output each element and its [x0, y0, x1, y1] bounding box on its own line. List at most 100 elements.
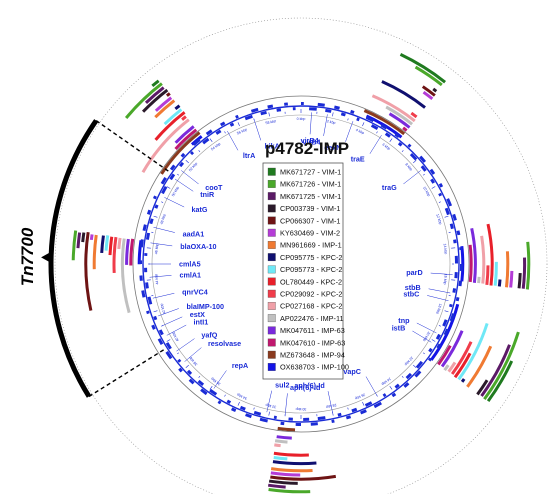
homology-ring-segment — [497, 279, 502, 287]
gene-label: ltrA — [243, 151, 255, 160]
kbp-label: 22 kbp — [404, 356, 414, 367]
gene-label: resolvase — [208, 339, 241, 348]
tick-mark — [224, 131, 226, 134]
homology-ring-segment — [399, 53, 447, 84]
gene-label: aph(6)-Id — [290, 383, 320, 392]
kbp-label: 56 kbp — [236, 128, 247, 136]
homology-ring-segment — [480, 235, 486, 284]
homology-ring-segment — [160, 131, 201, 175]
gene-label: vapC — [343, 367, 361, 376]
legend-swatch — [267, 204, 276, 213]
gene-block — [446, 198, 453, 207]
gene-block — [276, 108, 282, 112]
gene-label: cooT — [205, 183, 223, 192]
transposon-bracket — [48, 119, 99, 398]
legend-swatch — [267, 289, 276, 298]
tick-mark — [438, 201, 441, 203]
legend-label: AP022476 - IMP-11 — [280, 314, 344, 323]
gene-block — [267, 104, 274, 109]
tick-mark — [237, 401, 240, 406]
homology-ring-segment — [486, 360, 514, 403]
gene-block — [157, 338, 164, 346]
homology-ring-segment — [453, 352, 472, 379]
homology-ring-segment — [486, 223, 494, 286]
gene-block — [452, 213, 457, 221]
gene-block — [356, 117, 360, 122]
tick-mark — [198, 150, 201, 152]
kbp-label: 8 kbp — [404, 162, 413, 171]
gene-block — [428, 347, 433, 353]
gene-leader-line — [284, 393, 288, 416]
gene-block — [154, 204, 159, 209]
homology-ring-segment — [174, 104, 181, 111]
homology-ring-segment — [112, 236, 118, 274]
kbp-label: 2 kbp — [326, 119, 335, 125]
gene-block — [197, 379, 205, 387]
legend-swatch — [267, 314, 276, 323]
gene-leader-line — [152, 293, 175, 299]
tick-mark — [224, 394, 226, 397]
gene-block — [189, 151, 195, 156]
homology-ring-segment — [477, 276, 481, 284]
kbp-label: 36 kbp — [210, 377, 221, 387]
gene-block — [161, 185, 168, 195]
kbp-label: 10 kbp — [422, 186, 431, 197]
homology-ring-segment — [84, 231, 93, 311]
homology-ring-segment — [437, 344, 452, 366]
kbp-label: 34 kbp — [236, 392, 247, 400]
gene-block — [145, 232, 151, 240]
homology-ring-segment — [267, 483, 286, 489]
gene-block — [409, 152, 418, 161]
kbp-label: 44 kbp — [154, 274, 159, 285]
kbp-label: 54 kbp — [210, 142, 221, 152]
kbp-label: 38 kbp — [188, 356, 198, 367]
kbp-label: 0 kbp — [297, 117, 306, 121]
gene-block — [391, 392, 397, 398]
homology-ring-segment — [76, 232, 82, 249]
gene-label: cmlA5 — [179, 260, 201, 269]
homology-ring-segment — [460, 246, 465, 282]
kbp-label: 24 kbp — [381, 377, 392, 387]
gene-block — [452, 288, 457, 293]
gene-leader-line — [327, 391, 333, 413]
homology-ring-segment — [421, 85, 436, 97]
legend-swatch — [267, 338, 276, 347]
gene-block — [449, 303, 453, 308]
legend-swatch — [267, 167, 276, 176]
gene-label: aph(6)-Id — [294, 381, 324, 390]
gene-block — [397, 141, 403, 147]
homology-ring-segment — [125, 238, 130, 265]
tick-mark — [422, 173, 425, 176]
gene-block — [220, 121, 226, 127]
kbp-label: 42 kbp — [160, 303, 167, 315]
gene-block — [458, 280, 463, 287]
gene-block — [334, 105, 340, 110]
gene-leader-line — [149, 275, 172, 278]
gene-block — [384, 132, 391, 138]
gene-block — [178, 161, 185, 168]
homology-ring-segment — [154, 99, 176, 119]
legend-swatch — [267, 363, 276, 371]
kbp-label: 16 kbp — [443, 274, 448, 285]
gene-label: estX — [190, 310, 205, 319]
homology-ring-segment — [174, 125, 195, 144]
gene-block — [245, 413, 252, 419]
kbp-label: 40 kbp — [171, 331, 180, 342]
legend-label: MK047610 - IMP-63 — [280, 338, 345, 347]
gene-block — [360, 409, 367, 415]
gene-block — [337, 412, 342, 417]
homology-ring-segment — [371, 94, 416, 123]
tick-mark — [362, 401, 365, 406]
gene-label: cmlA1 — [179, 270, 201, 279]
gene-leader-line — [174, 178, 194, 192]
gene-block — [215, 129, 222, 135]
legend-label: OL780449 - KPC-2 — [280, 277, 342, 286]
gene-block — [253, 410, 262, 416]
homology-ring-segment — [270, 471, 301, 477]
gene-block — [443, 328, 449, 336]
gene-leader-line — [428, 288, 451, 294]
gene-block — [435, 333, 441, 340]
tick-mark — [332, 112, 334, 117]
